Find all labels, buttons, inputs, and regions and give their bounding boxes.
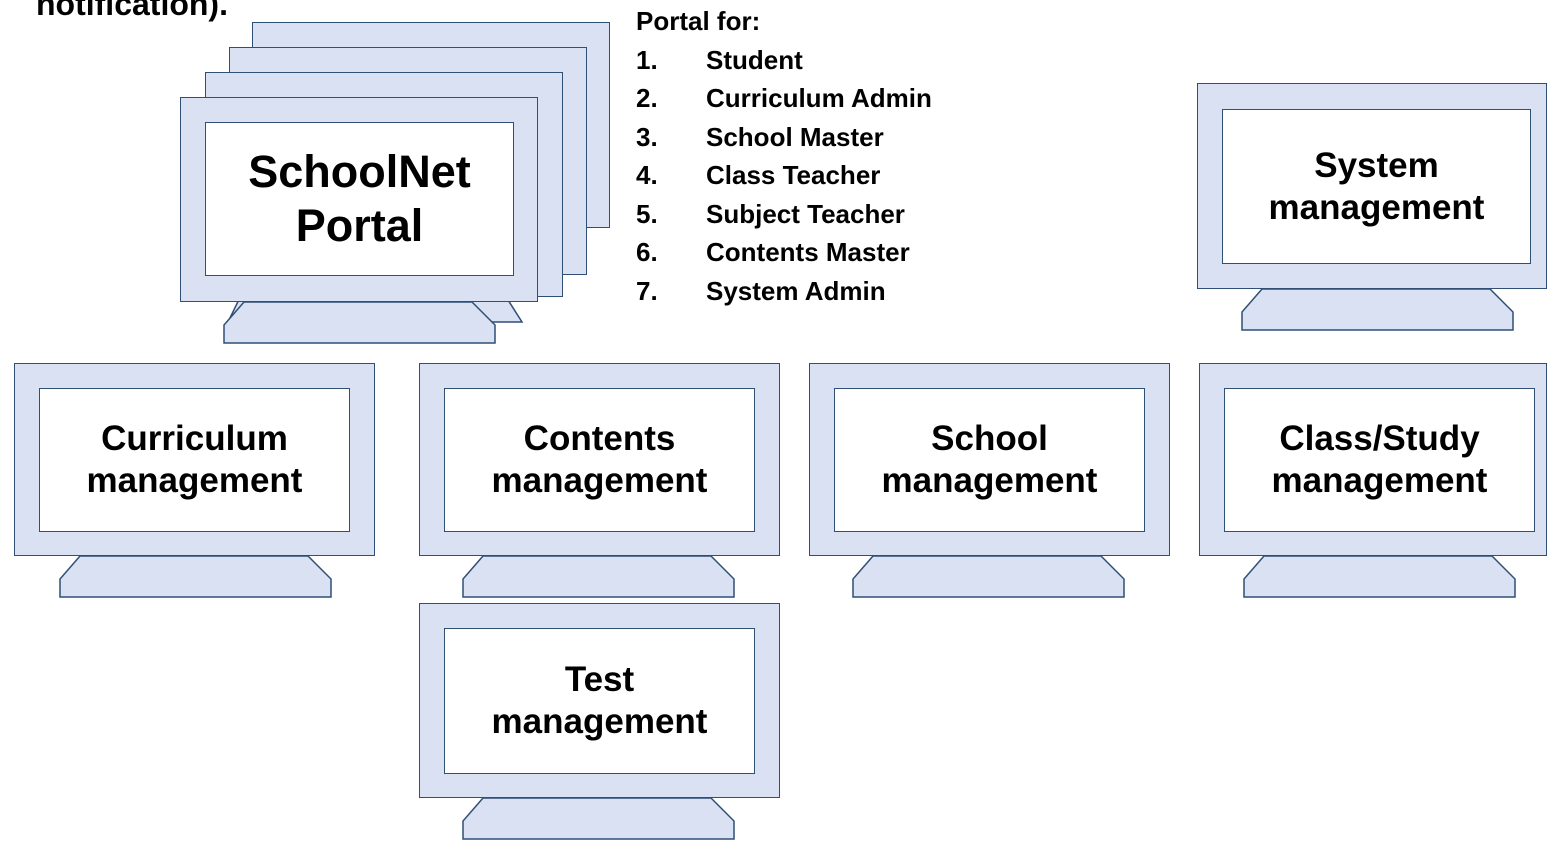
monitor-stand <box>461 555 737 599</box>
monitor-screen: Curriculum management <box>39 388 350 532</box>
role-label: Curriculum Admin <box>706 83 932 114</box>
monitor-screen: System management <box>1222 109 1531 264</box>
monitor-screen: School management <box>834 388 1145 532</box>
portal-role-item: 6. Contents Master <box>636 234 932 273</box>
portal-monitor-screen: SchoolNet Portal <box>205 122 514 276</box>
role-label: Class Teacher <box>706 160 881 191</box>
monitor-stand <box>1242 555 1518 599</box>
role-number: 2. <box>636 83 658 114</box>
class-study-management-label: Class/Study management <box>1271 419 1488 500</box>
role-number: 6. <box>636 237 658 268</box>
portal-monitor-stand <box>222 301 498 345</box>
role-number: 3. <box>636 121 658 152</box>
system-management-label: System management <box>1268 145 1485 227</box>
role-label: Subject Teacher <box>706 198 905 229</box>
monitor-stand <box>461 797 737 841</box>
portal-role-item: 5. Subject Teacher <box>636 195 932 234</box>
portal-role-item: 3. School Master <box>636 118 932 157</box>
header-partial-text: notification). <box>36 0 228 22</box>
portal-list-title: Portal for: <box>636 6 761 36</box>
role-label: System Admin <box>706 275 886 306</box>
monitor-stand <box>851 555 1127 599</box>
monitor-stand <box>1240 288 1516 332</box>
portal-title: SchoolNet Portal <box>248 146 471 251</box>
portal-role-item: 2. Curriculum Admin <box>636 80 932 119</box>
role-label: Contents Master <box>706 237 910 268</box>
portal-role-list: Portal for: 1. Student 2. Curriculum Admin… <box>636 6 932 311</box>
monitor-screen: Contents management <box>444 388 755 532</box>
role-number: 7. <box>636 275 658 306</box>
monitor-stand <box>58 555 334 599</box>
monitor-screen: Class/Study management <box>1224 388 1535 532</box>
curriculum-management-label: Curriculum management <box>86 419 303 500</box>
contents-management-label: Contents management <box>491 419 708 500</box>
test-management-label: Test management <box>491 660 708 741</box>
portal-role-item: 1. Student <box>636 41 932 80</box>
school-management-label: School management <box>881 419 1098 500</box>
role-number: 5. <box>636 198 658 229</box>
monitor-screen: Test management <box>444 628 755 774</box>
role-number: 1. <box>636 44 658 75</box>
portal-role-item: 7. System Admin <box>636 272 932 311</box>
portal-role-item: 4. Class Teacher <box>636 157 932 196</box>
role-label: School Master <box>706 121 884 152</box>
role-label: Student <box>706 44 803 75</box>
role-number: 4. <box>636 160 658 191</box>
